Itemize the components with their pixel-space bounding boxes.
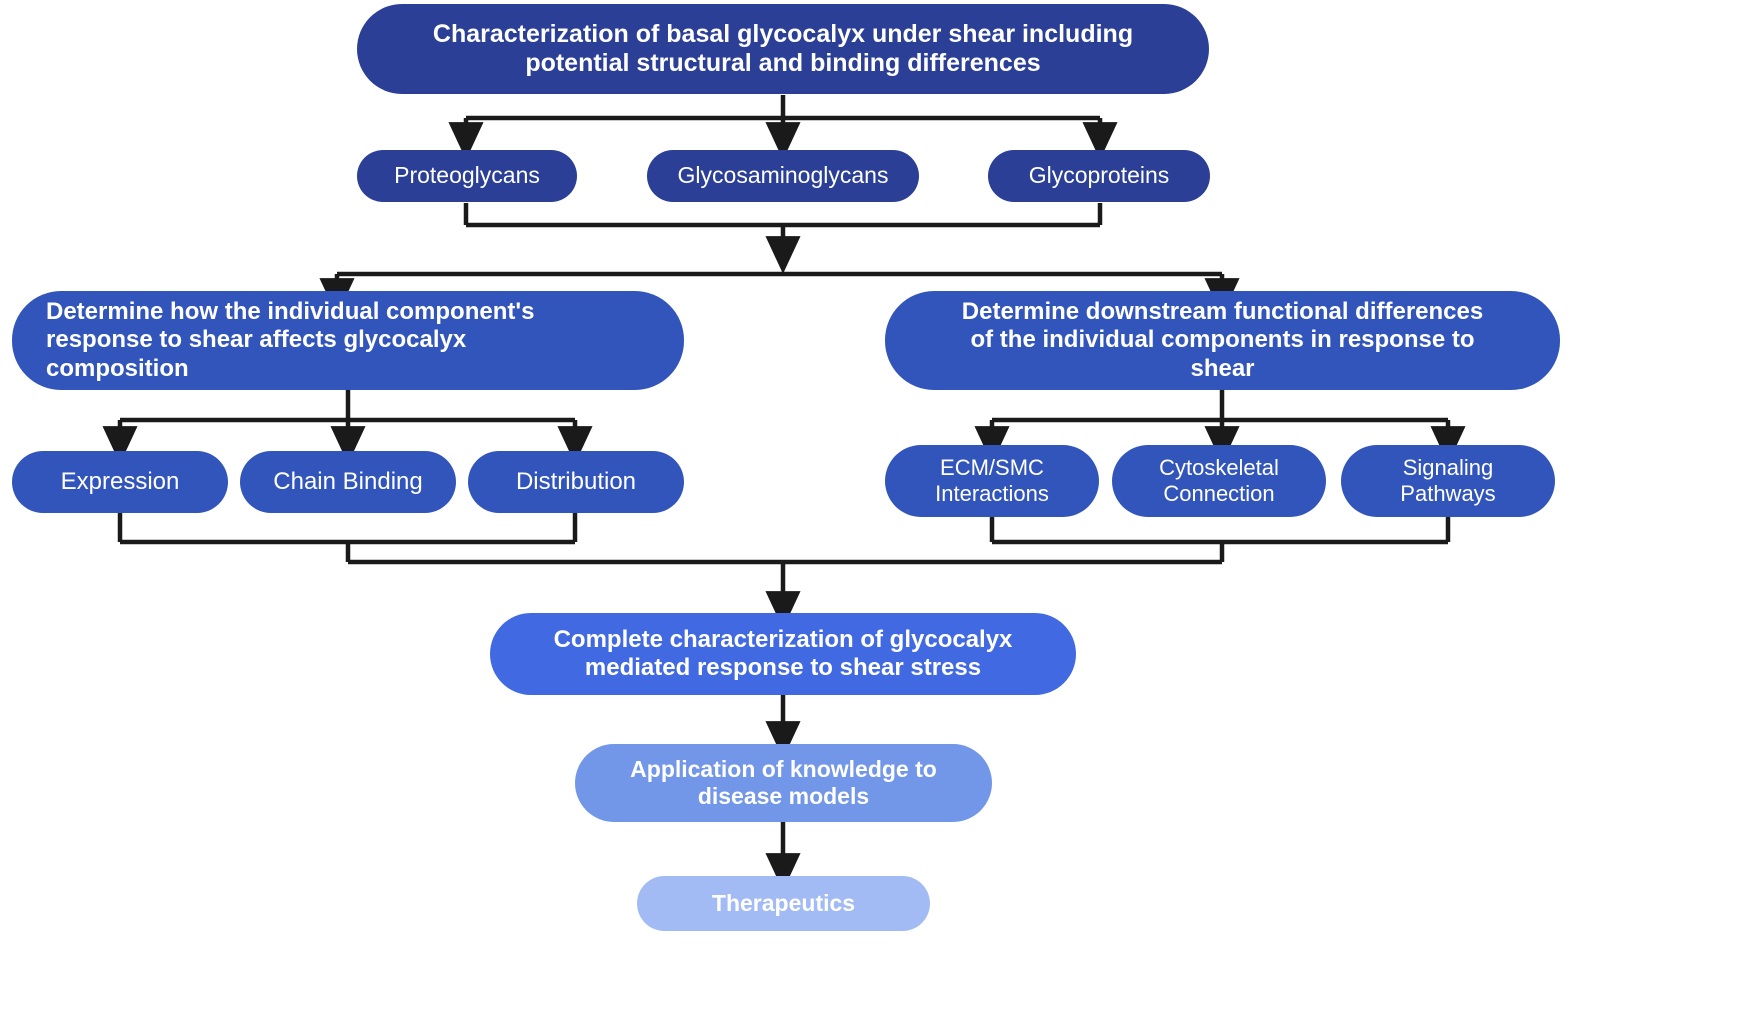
node-signaling[interactable]: Signaling Pathways <box>1341 445 1555 517</box>
node-application[interactable]: Application of knowledge to disease mode… <box>575 744 992 822</box>
node-composition[interactable]: Determine how the individual component's… <box>12 291 684 390</box>
node-functional[interactable]: Determine downstream functional differen… <box>885 291 1560 390</box>
node-glycosaminoglycans[interactable]: Glycosaminoglycans <box>647 150 919 202</box>
node-complete[interactable]: Complete characterization of glycocalyx … <box>490 613 1076 695</box>
node-expression[interactable]: Expression <box>12 451 228 513</box>
node-ecm-smc[interactable]: ECM/SMC Interactions <box>885 445 1099 517</box>
node-proteoglycans[interactable]: Proteoglycans <box>357 150 577 202</box>
node-glycoproteins[interactable]: Glycoproteins <box>988 150 1210 202</box>
node-therapeutics[interactable]: Therapeutics <box>637 876 930 931</box>
node-root[interactable]: Characterization of basal glycocalyx und… <box>357 4 1209 94</box>
node-cytoskeletal[interactable]: Cytoskeletal Connection <box>1112 445 1326 517</box>
node-chain-binding[interactable]: Chain Binding <box>240 451 456 513</box>
node-distribution[interactable]: Distribution <box>468 451 684 513</box>
